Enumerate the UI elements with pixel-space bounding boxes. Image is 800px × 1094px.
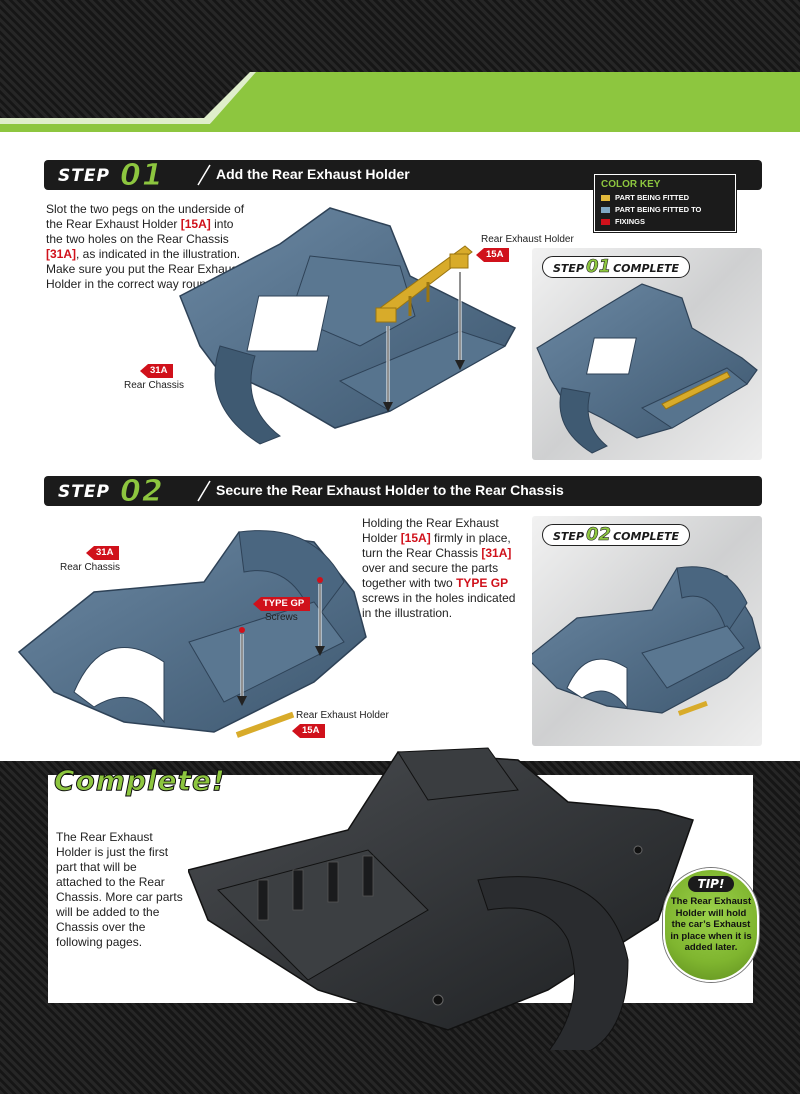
step2-chassis-caption: Rear Chassis: [60, 562, 121, 573]
tip-text: The Rear Exhaust Holder will hold the ca…: [670, 896, 752, 953]
slash-divider: [197, 480, 211, 502]
step2-header: STEP 02 Secure the Rear Exhaust Holder t…: [44, 474, 762, 510]
step-number: 01: [120, 158, 164, 194]
step1-holder-caption: Rear Exhaust Holder: [481, 234, 574, 245]
step2-chassis-tag: 31A: [86, 546, 120, 560]
step2-screw-tag: TYPE GP: [253, 597, 311, 611]
step1-chassis-tag: 31A: [140, 364, 174, 378]
step-label: STEP: [58, 166, 110, 186]
bottom-strip: [0, 1050, 800, 1094]
swatch-fixings: [601, 218, 610, 225]
complete-subtitle: The Rear Chassis: [54, 797, 189, 814]
step2-title: Secure the Rear Exhaust Holder to the Re…: [216, 482, 564, 498]
green-stripe: [0, 72, 800, 132]
step2-holder-caption: Rear Exhaust Holder: [296, 710, 389, 721]
step1-holder-tag: 15A: [476, 248, 510, 262]
color-key-title: COLOR KEY: [601, 179, 661, 190]
swatch-fitted-to: [601, 206, 610, 213]
step1-title: Add the Rear Exhaust Holder: [216, 166, 410, 182]
step-label: STEP: [58, 482, 110, 502]
slash-divider: [197, 164, 211, 186]
step2-instructions: Holding the Rear Exhaust Holder [15A] fi…: [362, 516, 516, 620]
color-key-row: PART BEING FITTED: [601, 193, 729, 202]
step2-illustration: [17, 530, 367, 738]
step2-screw-caption: Screws: [265, 612, 298, 623]
step1-chassis-caption: Rear Chassis: [124, 380, 185, 391]
step1-illustration: [179, 207, 517, 445]
tip-badge: TIP! The Rear Exhaust Holder will hold t…: [663, 868, 759, 982]
color-key-row: PART BEING FITTED TO: [601, 205, 729, 214]
swatch-fitted: [601, 194, 610, 201]
step1-instructions: Slot the two pegs on the underside of th…: [46, 202, 245, 291]
complete-title: Complete!: [54, 764, 226, 798]
color-key-row: FIXINGS: [601, 217, 729, 226]
top-banner: [0, 0, 800, 132]
step2-complete-image: [532, 566, 761, 716]
step2-holder-tag: 15A: [292, 724, 326, 738]
tip-heading: TIP!: [687, 876, 735, 892]
color-key: COLOR KEY PART BEING FITTED PART BEING F…: [593, 173, 737, 233]
step-number: 02: [120, 474, 164, 510]
carbon-fibre-background: [0, 0, 800, 132]
complete-description: The Rear Exhaust Holder is just the firs…: [56, 830, 183, 949]
step1-complete-image: [536, 283, 758, 454]
completed-chassis-image: [188, 747, 694, 1052]
